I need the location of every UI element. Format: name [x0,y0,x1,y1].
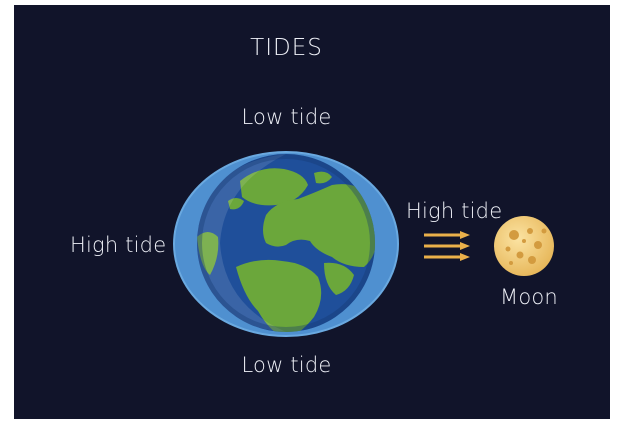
high-tide-left-label: High tide [70,233,167,257]
low-tide-top-label: Low tide [241,105,332,129]
diagram-title: TIDES [250,35,323,61]
arrow-right-icon [424,253,470,261]
moon-icon [494,216,554,276]
earth-icon [197,154,375,332]
arrow-right-icon [424,231,470,239]
diagram-graphics [173,151,554,337]
moon-label: Moon [500,285,558,309]
gravity-arrows [424,231,470,261]
arrow-right-icon [424,242,470,250]
low-tide-bottom-label: Low tide [241,353,332,377]
water-bulge-highlight [173,151,399,337]
high-tide-right-label: High tide [406,199,503,223]
tides-diagram: TIDES Low tide Low tide High tide High t… [14,5,610,419]
